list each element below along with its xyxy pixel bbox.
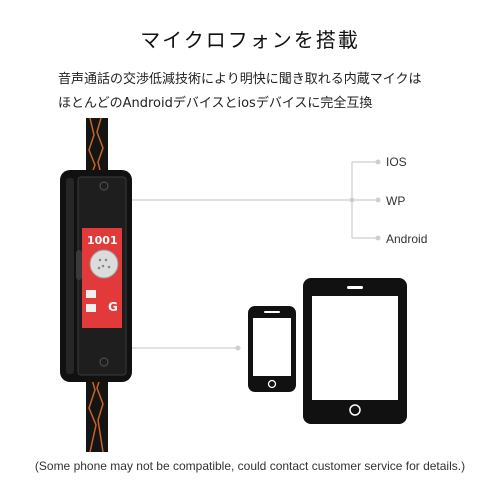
description-line-2: ほとんどのAndroidデバイスとiosデバイスに完全互換 — [58, 96, 373, 111]
chip-label: 1001 — [87, 234, 118, 247]
connector-lines — [125, 161, 378, 349]
cable — [86, 117, 108, 453]
tablet-icon — [303, 278, 407, 424]
page-title: マイクロフォンを搭載 — [140, 28, 360, 52]
compatibility-footnote: (Some phone may not be compatible, could… — [34, 459, 466, 473]
smartphone-icon — [248, 306, 296, 392]
os-label-ios: IOS — [386, 155, 407, 169]
connector-dots — [235, 159, 381, 351]
pcb-marking: G — [108, 300, 118, 314]
description-line-1: 音声通話の交渉低減技術により明快に聞き取れる内蔵マイクは — [58, 72, 422, 87]
mic-pcb — [82, 228, 122, 328]
os-label-wp: WP — [386, 194, 406, 208]
os-label-android: Android — [386, 232, 428, 246]
